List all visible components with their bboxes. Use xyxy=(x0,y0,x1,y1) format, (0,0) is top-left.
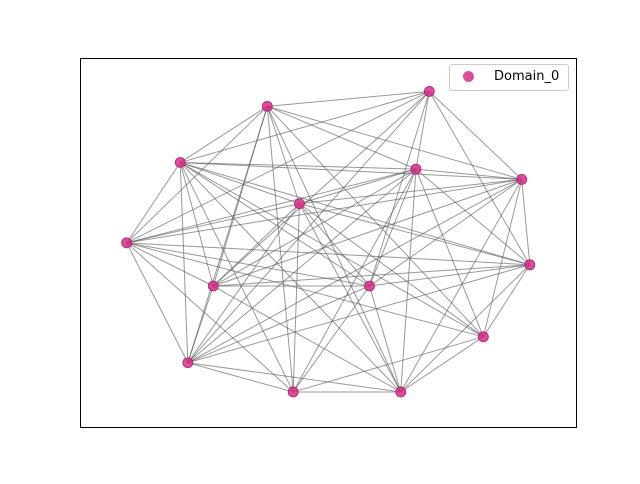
node-7 xyxy=(524,259,536,271)
edge-7-13 xyxy=(400,264,531,393)
edge-11-13 xyxy=(187,362,401,393)
edge-3-6 xyxy=(126,168,417,244)
edge-1-4 xyxy=(267,105,522,180)
edge-1-10 xyxy=(266,105,484,338)
edge-2-10 xyxy=(179,162,484,338)
legend-label-domain-0: Domain_0 xyxy=(494,69,560,84)
edge-6-8 xyxy=(126,242,214,287)
edge-5-13 xyxy=(298,203,402,393)
edge-3-5 xyxy=(299,168,417,205)
edge-4-13 xyxy=(400,179,523,393)
edge-4-11 xyxy=(187,178,522,364)
node-8 xyxy=(207,280,219,292)
edge-1-5 xyxy=(266,106,300,204)
edge-8-13 xyxy=(213,285,402,393)
node-11 xyxy=(182,357,194,369)
edge-7-10 xyxy=(482,264,531,338)
node-1 xyxy=(261,100,273,112)
edge-4-5 xyxy=(299,178,522,205)
edge-7-8 xyxy=(213,264,530,287)
edge-4-8 xyxy=(213,178,522,287)
edge-1-6 xyxy=(126,105,268,244)
edge-4-7 xyxy=(521,179,531,265)
edge-6-7 xyxy=(126,242,530,266)
node-0 xyxy=(423,85,435,97)
edge-11-12 xyxy=(187,362,294,393)
node-5 xyxy=(294,198,305,210)
edge-3-11 xyxy=(187,168,417,364)
edge-5-10 xyxy=(299,203,484,338)
edge-3-9 xyxy=(369,168,417,287)
nodes-layer xyxy=(121,85,536,398)
edge-1-2 xyxy=(179,105,268,163)
legend: Domain_0 xyxy=(449,64,569,91)
edge-3-12 xyxy=(292,168,417,393)
edge-6-10 xyxy=(126,242,484,338)
edge-0-3 xyxy=(415,91,430,170)
edge-1-3 xyxy=(267,105,417,170)
node-13 xyxy=(395,386,407,398)
edge-2-11 xyxy=(179,162,189,363)
edge-0-9 xyxy=(369,91,430,287)
edge-5-12 xyxy=(292,203,300,392)
edge-1-11 xyxy=(187,106,268,363)
edge-3-8 xyxy=(213,168,417,287)
edge-2-6 xyxy=(126,162,181,244)
edge-10-13 xyxy=(400,336,484,393)
edge-5-7 xyxy=(299,203,530,266)
edge-3-10 xyxy=(415,168,484,338)
edge-2-5 xyxy=(180,161,300,205)
node-6 xyxy=(121,237,133,249)
node-10 xyxy=(477,331,489,343)
edge-5-11 xyxy=(187,203,300,364)
edge-3-4 xyxy=(415,168,522,180)
edge-0-8 xyxy=(212,91,430,287)
edge-2-3 xyxy=(180,161,416,170)
edge-2-8 xyxy=(179,162,214,287)
edge-4-10 xyxy=(482,179,523,337)
node-12 xyxy=(287,386,299,398)
edge-2-9 xyxy=(179,162,370,287)
node-3 xyxy=(410,163,422,175)
edge-6-12 xyxy=(126,242,294,393)
edge-1-13 xyxy=(266,106,402,393)
edge-0-4 xyxy=(428,91,523,180)
node-2 xyxy=(174,157,186,168)
edge-7-11 xyxy=(187,264,530,364)
legend-marker-domain-0 xyxy=(463,71,474,82)
edge-0-11 xyxy=(187,91,430,364)
edge-9-13 xyxy=(369,285,402,393)
edge-0-1 xyxy=(267,90,430,107)
node-9 xyxy=(364,280,375,292)
edge-9-12 xyxy=(292,285,370,393)
edge-1-12 xyxy=(266,106,294,392)
edge-5-9 xyxy=(299,203,370,287)
edge-2-12 xyxy=(179,162,294,393)
edge-6-9 xyxy=(126,242,370,287)
edges-layer xyxy=(126,90,531,393)
edge-10-12 xyxy=(293,336,484,393)
edge-3-7 xyxy=(415,168,531,266)
edge-5-6 xyxy=(126,203,300,244)
edge-6-11 xyxy=(126,242,189,363)
edge-4-6 xyxy=(126,178,522,244)
edge-2-13 xyxy=(179,162,402,393)
node-4 xyxy=(516,174,528,185)
edge-0-7 xyxy=(428,91,531,266)
edge-2-7 xyxy=(180,161,530,266)
edge-9-11 xyxy=(187,285,370,364)
edge-4-9 xyxy=(369,178,523,287)
edge-2-4 xyxy=(180,161,522,180)
edge-7-9 xyxy=(369,264,530,287)
